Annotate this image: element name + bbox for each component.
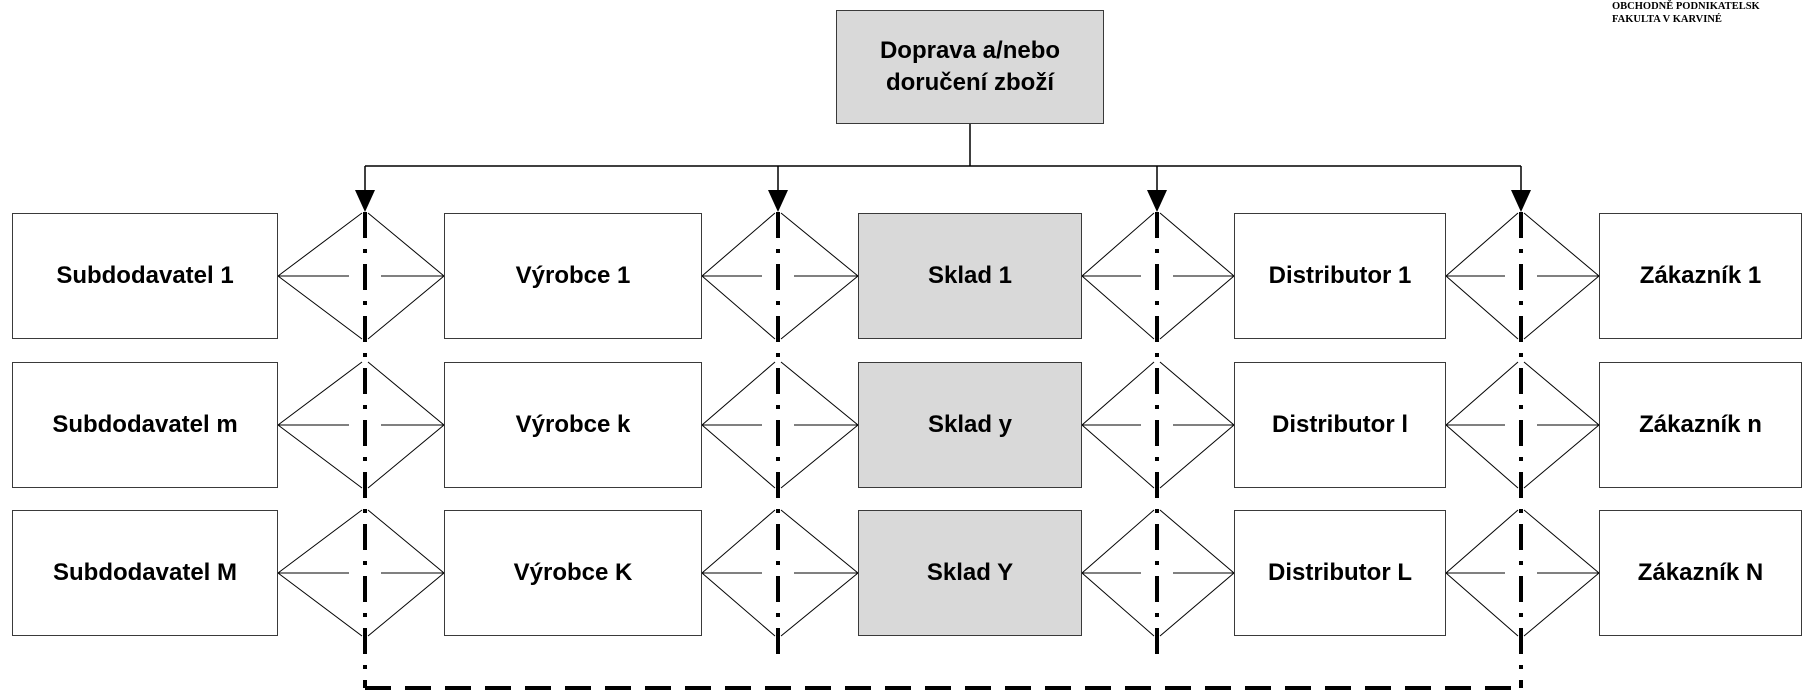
connector-edge	[1445, 572, 1519, 637]
arrow-head	[1511, 190, 1531, 212]
connector-edge	[367, 275, 445, 340]
connector-edge	[367, 361, 445, 426]
node-box: Subdodavatel M	[12, 510, 278, 636]
node-box: Zákazník 1	[1599, 213, 1802, 339]
connector-edge	[1081, 361, 1155, 426]
node-box: Distributor L	[1234, 510, 1446, 636]
connector-edge	[780, 361, 859, 426]
arrow-head	[768, 190, 788, 212]
node-box: Výrobce k	[444, 362, 702, 488]
arrow-head	[1147, 190, 1167, 212]
connector-edge	[1445, 275, 1519, 340]
connector-edge	[367, 572, 445, 637]
connector-edge	[701, 572, 776, 637]
node-box: Výrobce 1	[444, 213, 702, 339]
faculty-header: OBCHODNĚ PODNIKATELSK FAKULTA V KARVINÉ	[1610, 0, 1802, 36]
node-label: Zákazník n	[1639, 410, 1762, 438]
node-box: Sklad Y	[858, 510, 1082, 636]
connector-edge	[701, 509, 776, 574]
connector-edge	[1159, 572, 1235, 637]
connector-edge	[277, 572, 363, 637]
connector-edge	[780, 275, 859, 340]
node-box: Distributor 1	[1234, 213, 1446, 339]
node-label: Subdodavatel 1	[56, 261, 234, 289]
node-box: Výrobce K	[444, 510, 702, 636]
connector-edge	[1445, 212, 1519, 277]
connector-edge	[1081, 212, 1155, 277]
connector-edge	[1081, 424, 1155, 489]
connector-edge	[780, 509, 859, 574]
connector-edge	[1523, 509, 1600, 574]
connector-edge	[1523, 572, 1600, 637]
connector-edge	[1081, 509, 1155, 574]
node-label: Subdodavatel m	[52, 410, 238, 438]
node-label: Sklad y	[927, 410, 1013, 438]
connector-edge	[1081, 572, 1155, 637]
node-label: Sklad 1	[927, 261, 1013, 289]
connector-edge	[367, 509, 445, 574]
connector-edge	[1523, 275, 1600, 340]
connector-edge	[277, 275, 363, 340]
connector-edge	[701, 361, 776, 426]
connector-edge	[277, 424, 363, 489]
node-label: Distributor L	[1268, 558, 1412, 586]
node-box: Subdodavatel m	[12, 362, 278, 488]
connector-edge	[1523, 361, 1600, 426]
node-label: Subdodavatel M	[52, 558, 238, 586]
connector-edge	[780, 424, 859, 489]
connector-edge	[1523, 212, 1600, 277]
connector-edge	[1159, 275, 1235, 340]
node-box: Zákazník N	[1599, 510, 1802, 636]
connector-edge	[701, 275, 776, 340]
connector-edge	[1159, 361, 1235, 426]
connector-edge	[1445, 509, 1519, 574]
node-box: Sklad y	[858, 362, 1082, 488]
faculty-header-line2: FAKULTA V KARVINÉ	[1612, 14, 1722, 25]
connector-edge	[1159, 424, 1235, 489]
connector-edge	[780, 572, 859, 637]
node-box: Subdodavatel 1	[12, 213, 278, 339]
connector-edge	[367, 212, 445, 277]
node-label: Výrobce 1	[515, 261, 631, 289]
connector-edge	[1445, 424, 1519, 489]
node-label: Výrobce K	[513, 558, 633, 586]
node-label: Zákazník 1	[1639, 261, 1762, 289]
node-label: Sklad Y	[926, 558, 1014, 586]
node-box: Zákazník n	[1599, 362, 1802, 488]
node-label: Výrobce k	[515, 410, 631, 438]
node-label: Zákazník N	[1637, 558, 1764, 586]
top-box-label: Doprava a/nebo doručení zboží	[879, 36, 1061, 96]
connector-edge	[701, 212, 776, 277]
faculty-header-line1: OBCHODNĚ PODNIKATELSK	[1612, 1, 1760, 12]
connector-edge	[701, 424, 776, 489]
connector-edge	[277, 212, 363, 277]
connector-edge	[1159, 212, 1235, 277]
connector-edge	[1159, 509, 1235, 574]
connector-edge	[1081, 275, 1155, 340]
node-box: Distributor l	[1234, 362, 1446, 488]
arrow-head	[355, 190, 375, 212]
node-label: Distributor 1	[1268, 261, 1412, 289]
connector-edge	[367, 424, 445, 489]
connector-edge	[277, 361, 363, 426]
connector-edge	[780, 212, 859, 277]
connector-edge	[277, 509, 363, 574]
node-box: Sklad 1	[858, 213, 1082, 339]
node-label: Distributor l	[1272, 410, 1408, 438]
top-box-transport: Doprava a/nebo doručení zboží	[836, 10, 1104, 124]
connector-edge	[1445, 361, 1519, 426]
connector-edge	[1523, 424, 1600, 489]
